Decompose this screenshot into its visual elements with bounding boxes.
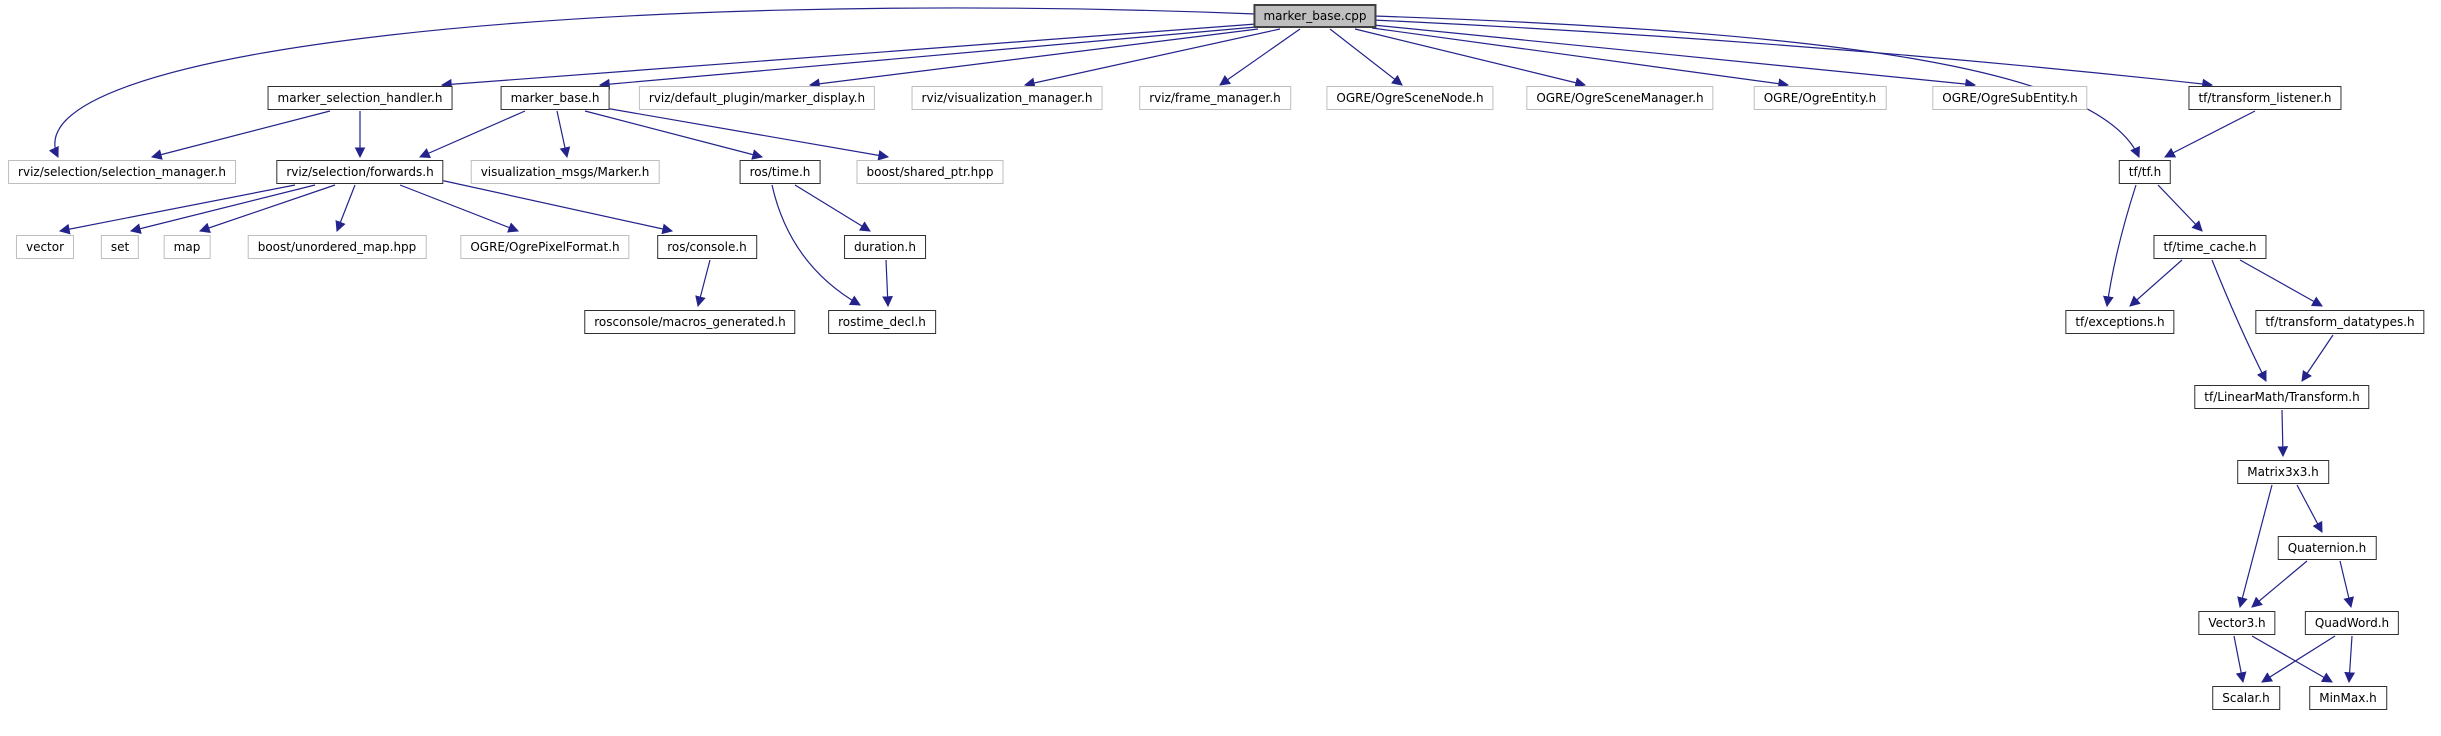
edge-quaternion_h-to-vector3_h xyxy=(2251,560,2308,608)
graph-node-vector3_h[interactable]: Vector3.h xyxy=(2198,611,2276,635)
edge-forwards_h-to-ros_console_h xyxy=(439,179,674,235)
graph-node-ogre_sub_entity_h: OGRE/OgreSubEntity.h xyxy=(1932,86,2088,110)
edge-marker_selection_handler_h-to-selection_manager_h xyxy=(150,110,331,160)
graph-node-frame_manager_h: rviz/frame_manager.h xyxy=(1139,86,1291,110)
graph-node-forwards_h[interactable]: rviz/selection/forwards.h xyxy=(276,160,444,184)
edge-marker_base_cpp-to-marker_selection_handler_h xyxy=(440,23,1257,90)
edge-ros_time_h-to-duration_h xyxy=(794,184,871,232)
edge-forwards_h-to-ogre_pixel_format_h xyxy=(399,184,520,233)
graph-node-matrix3x3_h[interactable]: Matrix3x3.h xyxy=(2237,460,2329,484)
edge-vector3_h-to-minmax_h xyxy=(2251,635,2333,683)
edge-tf_linearmath_transform_h-to-matrix3x3_h xyxy=(2277,409,2289,458)
edge-marker_base_cpp-to-transform_listener_h xyxy=(1372,19,2214,90)
graph-node-ogre_entity_h: OGRE/OgreEntity.h xyxy=(1753,86,1887,110)
edge-marker_base_cpp-to-marker_display_h xyxy=(808,28,1259,90)
edge-duration_h-to-rostime_decl_h xyxy=(882,259,893,308)
edge-vector3_h-to-scalar_h xyxy=(2233,635,2247,684)
edge-marker_base_h-to-vis_msgs_marker_h xyxy=(556,110,571,159)
edge-forwards_h-to-vector xyxy=(58,184,296,235)
graph-node-tf_exceptions_h[interactable]: tf/exceptions.h xyxy=(2065,310,2175,334)
edge-ros_time_h-to-rostime_decl_h xyxy=(771,184,861,306)
graph-node-ogre_scene_node_h: OGRE/OgreSceneNode.h xyxy=(1326,86,1494,110)
edge-marker_base_cpp-to-marker_base_h xyxy=(598,26,1257,90)
edge-marker_base_cpp-to-visualization_manager_h xyxy=(1023,28,1281,89)
graph-node-rosconsole_macros_generated_h[interactable]: rosconsole/macros_generated.h xyxy=(584,310,796,334)
graph-node-ros_time_h[interactable]: ros/time.h xyxy=(739,160,821,184)
edge-forwards_h-to-set xyxy=(129,184,316,234)
edge-marker_base_cpp-to-ogre_scene_node_h xyxy=(1329,28,1403,86)
graph-node-minmax_h[interactable]: MinMax.h xyxy=(2309,686,2387,710)
edge-ros_console_h-to-rosconsole_macros_generated_h xyxy=(695,259,711,308)
edge-marker_base_h-to-ros_time_h xyxy=(584,110,764,160)
graph-node-selection_manager_h: rviz/selection/selection_manager.h xyxy=(8,160,236,184)
graph-node-set: set xyxy=(100,235,140,259)
graph-node-tf_time_cache_h[interactable]: tf/time_cache.h xyxy=(2153,235,2267,259)
edge-quadword_h-to-scalar_h xyxy=(2261,635,2336,683)
graph-node-tf_linearmath_transform_h[interactable]: tf/LinearMath/Transform.h xyxy=(2194,385,2370,409)
edge-quaternion_h-to-quadword_h xyxy=(2339,560,2354,609)
edge-marker_base_h-to-forwards_h xyxy=(419,110,526,159)
graph-node-ogre_pixel_format_h: OGRE/OgrePixelFormat.h xyxy=(460,235,630,259)
edge-marker_base_cpp-to-selection_manager_h xyxy=(48,7,1257,158)
graph-node-map: map xyxy=(163,235,211,259)
graph-node-tf_tf_h[interactable]: tf/tf.h xyxy=(2118,160,2172,184)
edge-forwards_h-to-boost_unordered_map_hpp xyxy=(335,184,356,233)
edge-tf_time_cache_h-to-tf_linearmath_transform_h xyxy=(2211,259,2267,382)
edge-tf_tf_h-to-tf_time_cache_h xyxy=(2157,184,2203,232)
graph-node-quaternion_h[interactable]: Quaternion.h xyxy=(2277,536,2377,560)
edge-marker_base_cpp-to-ogre_sub_entity_h xyxy=(1372,24,1977,90)
graph-node-vis_msgs_marker_h: visualization_msgs/Marker.h xyxy=(470,160,660,184)
edge-tf_time_cache_h-to-tf_transform_datatypes_h xyxy=(2239,259,2323,307)
graph-node-visualization_manager_h: rviz/visualization_manager.h xyxy=(911,86,1103,110)
edge-transform_listener_h-to-tf_tf_h xyxy=(2164,110,2256,158)
graph-node-duration_h[interactable]: duration.h xyxy=(844,235,926,259)
graph-node-boost_shared_ptr_hpp: boost/shared_ptr.hpp xyxy=(856,160,1004,184)
edge-tf_transform_datatypes_h-to-tf_linearmath_transform_h xyxy=(2301,334,2334,382)
graph-node-marker_selection_handler_h[interactable]: marker_selection_handler.h xyxy=(267,86,453,110)
edge-marker_base_cpp-to-frame_manager_h xyxy=(1219,28,1301,86)
graph-node-vector: vector xyxy=(15,235,75,259)
graph-node-marker_base_cpp: marker_base.cpp xyxy=(1253,4,1377,28)
graph-node-tf_transform_datatypes_h[interactable]: tf/transform_datatypes.h xyxy=(2255,310,2425,334)
graph-node-marker_base_h[interactable]: marker_base.h xyxy=(500,86,610,110)
edge-matrix3x3_h-to-vector3_h xyxy=(2237,484,2273,609)
graph-node-ogre_scene_manager_h: OGRE/OgreSceneManager.h xyxy=(1526,86,1714,110)
graph-node-scalar_h[interactable]: Scalar.h xyxy=(2212,686,2280,710)
edge-marker_base_cpp-to-ogre_scene_manager_h xyxy=(1354,28,1587,88)
graph-node-rostime_decl_h[interactable]: rostime_decl.h xyxy=(828,310,936,334)
graph-node-transform_listener_h[interactable]: tf/transform_listener.h xyxy=(2188,86,2342,110)
graph-node-ros_console_h[interactable]: ros/console.h xyxy=(657,235,757,259)
edge-marker_base_cpp-to-tf_tf_h xyxy=(1372,15,2140,158)
edge-tf_time_cache_h-to-tf_exceptions_h xyxy=(2129,259,2183,307)
edge-tf_tf_h-to-tf_exceptions_h xyxy=(2103,184,2137,308)
edge-marker_base_cpp-to-ogre_entity_h xyxy=(1371,27,1790,90)
graph-node-boost_unordered_map_hpp: boost/unordered_map.hpp xyxy=(247,235,427,259)
edge-forwards_h-to-map xyxy=(198,184,336,233)
edge-quadword_h-to-minmax_h xyxy=(2344,635,2356,684)
edge-marker_base_h-to-boost_shared_ptr_hpp xyxy=(604,107,890,161)
edge-matrix3x3_h-to-quaternion_h xyxy=(2296,484,2323,533)
graph-node-quadword_h[interactable]: QuadWord.h xyxy=(2304,611,2400,635)
graph-node-marker_display_h: rviz/default_plugin/marker_display.h xyxy=(638,86,876,110)
